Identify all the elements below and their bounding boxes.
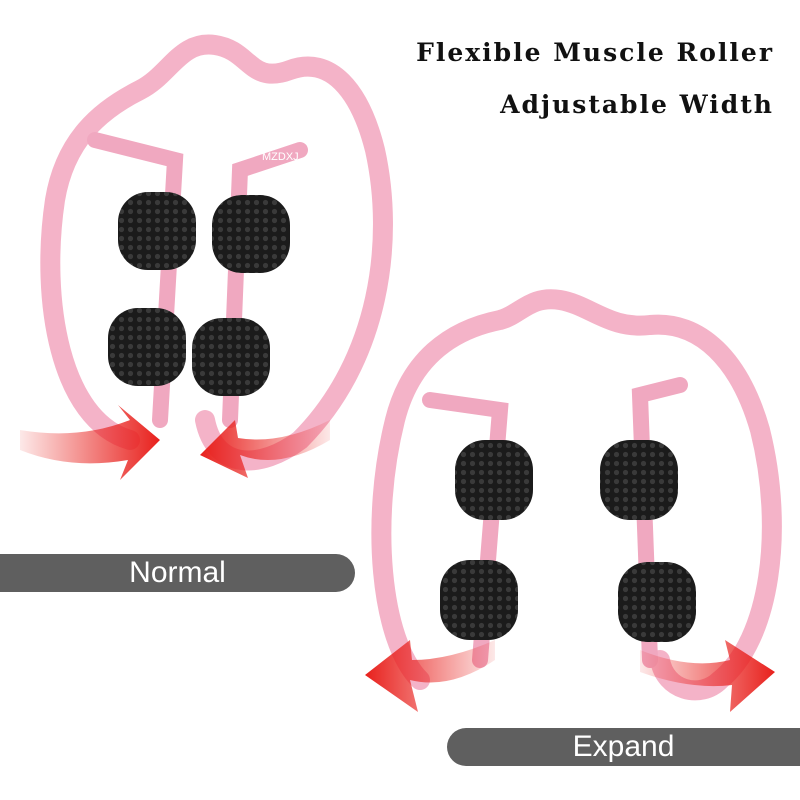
arrow-left-icon	[200, 420, 330, 478]
roller-ball	[212, 195, 290, 273]
frame	[40, 34, 393, 471]
headline-subtitle: Adjustable Width	[500, 90, 774, 119]
brand-logo: MZDXJ	[262, 151, 299, 163]
roller-ball	[118, 192, 196, 270]
roller-ball	[618, 562, 696, 642]
arrow-right-icon	[20, 405, 160, 480]
roller-ball	[600, 440, 678, 520]
arrow-left-icon	[365, 640, 495, 712]
roller-ball	[440, 560, 518, 640]
normal-label: Normal	[0, 554, 355, 592]
frame	[371, 289, 782, 701]
roller-normal: MZDXJ	[20, 34, 393, 480]
roller-ball	[192, 318, 270, 396]
roller-expand	[365, 289, 782, 712]
expand-label-text: Expand	[572, 730, 675, 763]
arrow-right-icon	[640, 640, 775, 712]
headline-title: Flexible Muscle Roller	[416, 38, 774, 67]
normal-label-text: Normal	[129, 556, 226, 589]
roller-ball	[455, 440, 533, 520]
expand-label: Expand	[447, 728, 800, 766]
roller-ball	[108, 308, 186, 386]
